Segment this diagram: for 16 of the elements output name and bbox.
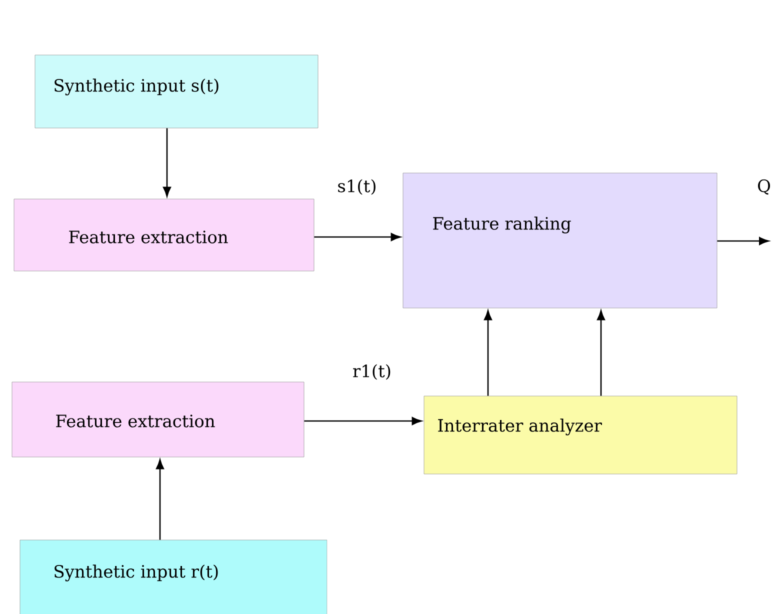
arrow (304, 417, 422, 426)
process-box: Feature ranking (402, 172, 718, 308)
edge-label: r1(t) (351, 363, 393, 381)
process-box: Synthetic input s(t) (34, 54, 318, 128)
process-box: Synthetic input r(t) (20, 540, 328, 614)
edge-label: Q (756, 178, 772, 196)
process-box: Feature extraction (12, 382, 304, 458)
edge-label: s1(t) (336, 178, 378, 196)
arrow (717, 236, 769, 246)
process-box: Interrater analyzer (424, 396, 738, 474)
arrow (484, 310, 492, 396)
arrow (314, 232, 401, 242)
process-box: Feature extraction (14, 198, 314, 272)
arrow (156, 459, 164, 540)
arrow (596, 310, 606, 396)
arrow (162, 128, 172, 197)
